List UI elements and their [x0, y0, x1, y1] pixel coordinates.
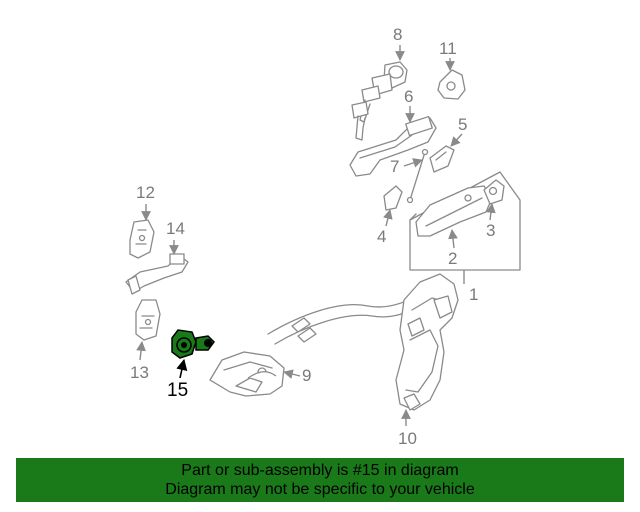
part-13-hinge-lower	[135, 299, 161, 341]
part-14-door-check	[125, 253, 189, 295]
callout-8: 8	[393, 25, 402, 44]
leader-lines	[136, 45, 496, 426]
callout-2: 2	[448, 249, 457, 268]
footer-line-1: Part or sub-assembly is #15 in diagram	[181, 462, 459, 479]
part-4-clip	[383, 185, 403, 211]
callout-11: 11	[439, 39, 457, 58]
callout-14: 14	[166, 219, 185, 238]
part-5-gasket	[429, 145, 455, 173]
callout-labels: 8 11 6 5 7 4 3 2 1 12 14 13 9 10 15	[130, 25, 495, 448]
footer-line-2: Diagram may not be specific to your vehi…	[165, 481, 475, 498]
callout-5: 5	[458, 115, 467, 134]
parts-diagram: 8 11 6 5 7 4 3 2 1 12 14 13 9 10 15	[125, 25, 521, 448]
callout-4: 4	[377, 227, 386, 246]
part-15-highlighted	[171, 329, 215, 359]
callout-13: 13	[130, 363, 149, 382]
callout-12: 12	[136, 183, 155, 202]
part-1-outline	[409, 171, 521, 271]
part-7-rod	[406, 148, 429, 204]
callout-15: 15	[167, 380, 188, 401]
part-9-inside-handle	[209, 351, 285, 397]
footer-banner: Part or sub-assembly is #15 in diagram D…	[16, 458, 624, 502]
callout-1: 1	[469, 285, 478, 304]
part-6-outside-handle	[349, 115, 437, 177]
part-2-handle-frame	[415, 185, 493, 237]
control-cables	[267, 293, 425, 345]
part-3-cap	[483, 179, 505, 205]
callout-7: 7	[390, 157, 399, 176]
callout-10: 10	[398, 429, 417, 448]
part-12-hinge-upper	[129, 219, 155, 259]
part-10-latch-assembly	[395, 273, 459, 411]
part-11-bracket	[437, 69, 466, 100]
part-8-lock-cylinder	[351, 61, 408, 141]
callout-3: 3	[486, 221, 495, 240]
callout-6: 6	[404, 87, 413, 106]
callout-9: 9	[302, 366, 311, 385]
